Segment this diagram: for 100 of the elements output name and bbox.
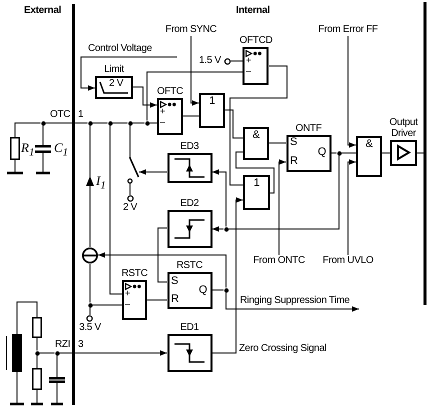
logic-gate: [356, 136, 382, 177]
connector-line: [230, 60, 244, 62]
block-label: ED1: [180, 322, 199, 333]
arrow: [132, 86, 158, 108]
junction-dot: [336, 150, 342, 156]
connector-line: [92, 122, 108, 124]
junction-dot: [108, 120, 112, 126]
arrow: [59, 350, 168, 356]
logic-gate: [199, 93, 225, 128]
logic-gate: [243, 127, 269, 160]
pin-label: S: [171, 276, 178, 287]
connector-line: [110, 125, 122, 294]
signal-label: From UVLO: [322, 255, 374, 267]
pin-label: RZI: [55, 339, 70, 350]
arrow: [226, 292, 360, 312]
block-label: ED2: [180, 198, 199, 209]
gate-label: &: [252, 129, 260, 141]
current-label: I$_{1}$: [96, 174, 106, 193]
pin-label: –: [160, 119, 165, 126]
limit-value: 2 V: [109, 78, 124, 88]
signal-label: From Error FF: [318, 24, 378, 36]
block-label: Output Driver: [388, 117, 419, 139]
connector-line: [39, 352, 55, 354]
pin-label: +: [125, 290, 130, 297]
voltage-label: 2 V: [122, 203, 138, 213]
connector-line: [45, 122, 88, 124]
pin-label: R: [171, 294, 179, 305]
arrow: [80, 56, 178, 91]
pin-number: 1: [78, 109, 84, 120]
junction-dot: [224, 288, 228, 292]
connector-line: [224, 110, 244, 138]
arrow: [212, 169, 226, 227]
arrow: [348, 36, 356, 148]
block-label: ONTF: [295, 123, 322, 134]
pin-number: 3: [78, 339, 84, 350]
junction-dot: [54, 350, 60, 356]
connector-line: [14, 122, 41, 138]
connector-line: [56, 355, 58, 378]
connector-line: [92, 304, 122, 306]
junction-dot: [224, 226, 228, 232]
connector-line: [112, 122, 128, 124]
component-label: C$_{1}$: [54, 141, 68, 160]
connector-line: [132, 122, 145, 124]
current-source-symbol: [82, 247, 98, 264]
connector-line: [416, 152, 426, 154]
gate-label: 1: [209, 95, 215, 107]
connector-line: [228, 155, 340, 230]
resistor-symbol: [32, 368, 42, 390]
connector-line: [158, 228, 168, 282]
edge-label: Control Voltage: [87, 43, 153, 54]
pin-label: –: [125, 301, 130, 308]
arrow: [278, 159, 286, 256]
block-label: OFTCD: [240, 35, 272, 46]
edge-label: Ringing Suppression Time: [239, 295, 351, 306]
connector-line: [36, 338, 38, 351]
junction-dot: [144, 120, 150, 126]
gate-label: 1: [254, 177, 260, 189]
connector-line: [146, 72, 244, 121]
junction-dot: [88, 302, 92, 308]
gate-label: &: [365, 138, 373, 150]
block-label: OFTC: [156, 86, 184, 97]
capacitor-symbol: [49, 377, 65, 383]
arrow: [98, 252, 226, 288]
resistor-symbol: [32, 317, 42, 338]
resistor-symbol: [10, 137, 20, 160]
transformer-symbol: [5, 334, 23, 372]
capacitor-symbol: [35, 145, 51, 153]
block-label: RSTC: [121, 268, 148, 279]
arrow: [190, 36, 200, 106]
connector-line: [341, 152, 356, 154]
voltage-label: 3.5 V: [79, 323, 101, 333]
pin-label: S: [290, 137, 298, 148]
block-label: Limit: [104, 64, 124, 75]
pin-label: OTC: [50, 109, 70, 120]
connector-line: [268, 142, 286, 144]
block-label: RSTC: [176, 260, 203, 271]
junction-dot: [88, 120, 92, 126]
connector-line: [330, 152, 337, 154]
arrow: [348, 159, 356, 256]
pin-label: R: [290, 156, 298, 167]
connector-line: [382, 152, 390, 154]
signal-label: From SYNC: [165, 24, 217, 36]
pin-label: +: [246, 57, 251, 64]
pin-label: Q: [318, 147, 326, 158]
connector-line: [149, 122, 158, 124]
connector-line: [230, 66, 288, 186]
junction-dot: [128, 120, 132, 126]
component-label: R$_{1}$: [21, 141, 34, 160]
signal-label: From ONTC: [253, 255, 305, 267]
arrow: [138, 169, 168, 175]
block-label: ED3: [180, 141, 199, 152]
pin-label: +: [160, 108, 165, 115]
arrow: [212, 226, 224, 232]
connector-line: [236, 152, 274, 194]
connector-line: [42, 125, 44, 146]
pin-label: Q: [198, 285, 207, 296]
region-label: External: [24, 5, 62, 17]
junction-dot: [34, 350, 40, 356]
voltage-label: 1.5 V: [199, 56, 221, 66]
connector-line: [16, 302, 38, 334]
